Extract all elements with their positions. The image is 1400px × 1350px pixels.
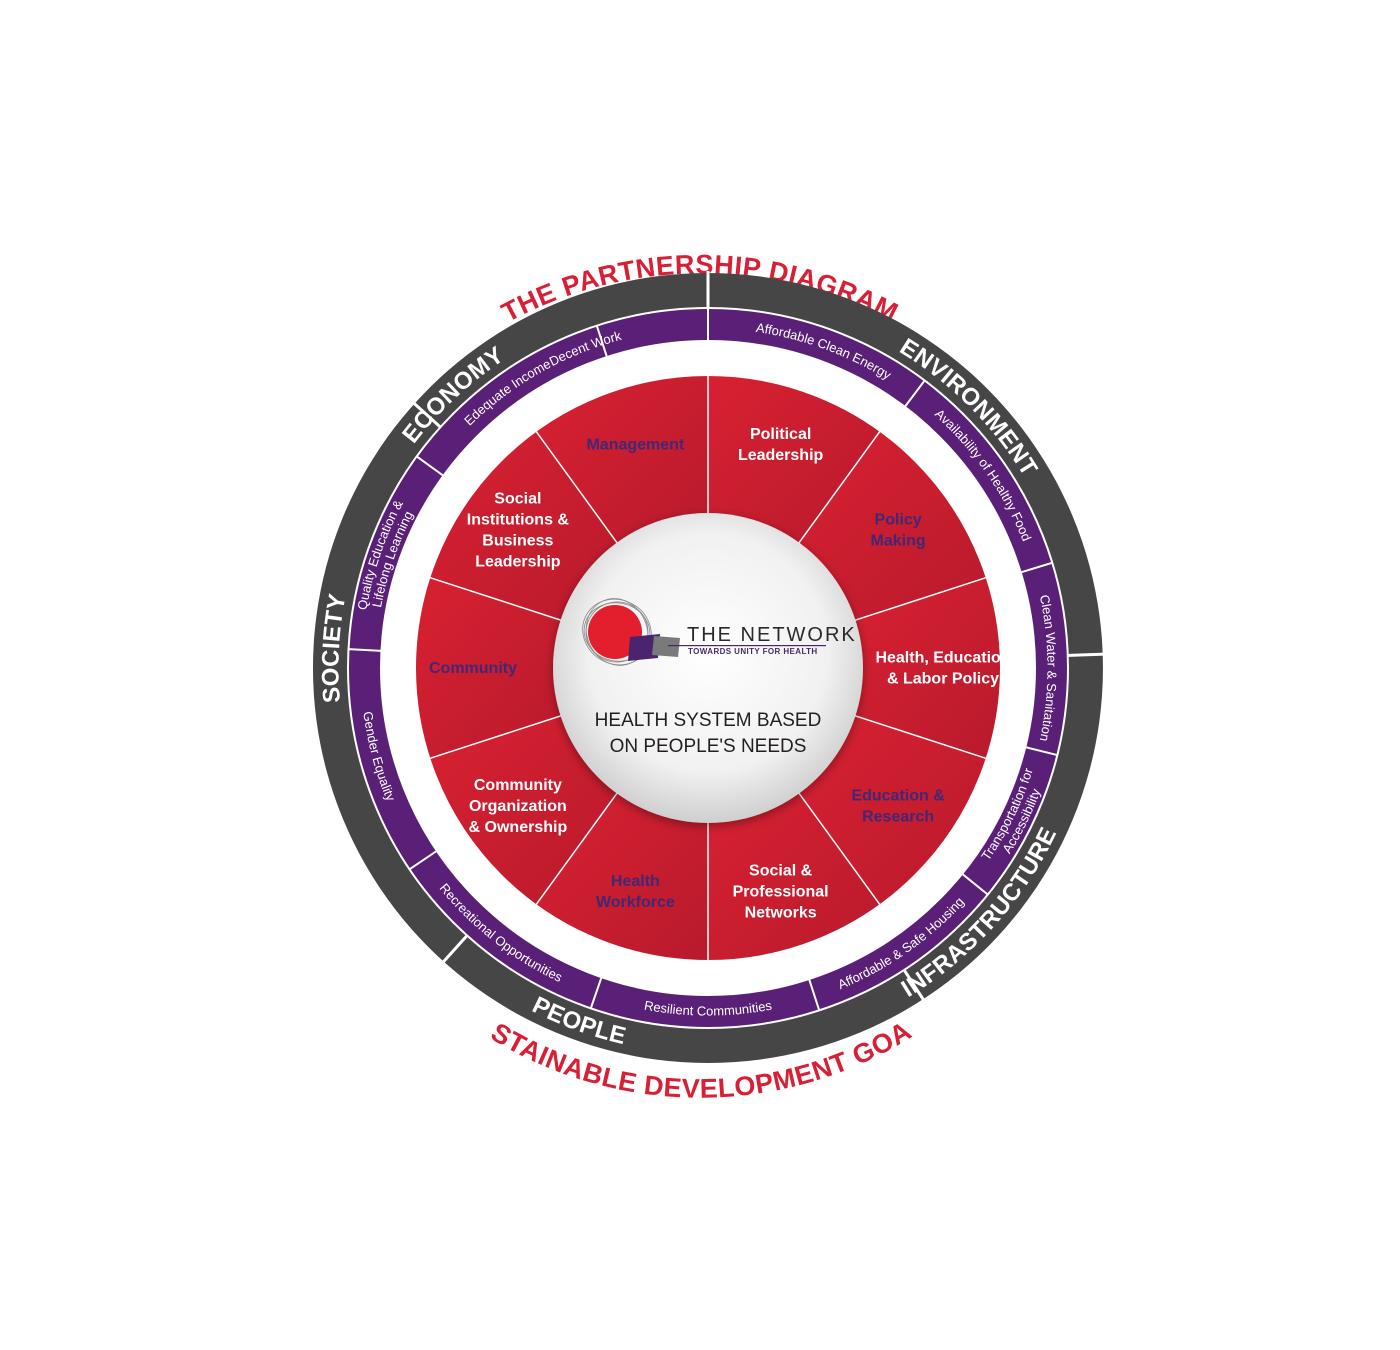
goal-divider <box>595 325 608 358</box>
goal-ring <box>347 307 1069 1029</box>
sector-segment <box>708 375 881 547</box>
sector-divider <box>795 430 881 548</box>
sector-label-line: Community <box>474 777 562 794</box>
sector-segment <box>708 789 881 961</box>
dimension-divider <box>1065 652 1105 658</box>
sector-label: Management <box>586 437 684 454</box>
center-caption-line2: ON PEOPLE'S NEEDS <box>610 736 807 757</box>
sector-divider <box>850 713 987 760</box>
sector-label-line: & Ownership <box>469 819 568 836</box>
sector-divider <box>850 576 987 623</box>
sector-label-line: Institutions & <box>467 511 570 528</box>
logo-red-circle-icon <box>588 605 642 659</box>
sector-label-line: Leadership <box>738 447 824 464</box>
sector-label-line: Health <box>611 873 660 890</box>
sector-label-line: Leadership <box>475 553 561 570</box>
sector-label-line: Political <box>750 426 811 443</box>
sector-label-line: Management <box>586 437 684 454</box>
logo-purple-block-icon <box>628 634 660 661</box>
goal-divider <box>348 648 382 652</box>
sector-segment <box>796 714 987 906</box>
logo-rule <box>668 645 826 647</box>
sector-label-line: Education & <box>851 788 945 805</box>
sector-divider <box>429 576 566 623</box>
sector-segment <box>429 430 620 622</box>
logo-title: THE NETWORK <box>687 624 857 646</box>
logo-swirl-icon <box>582 598 652 666</box>
sector-label-line: Community <box>429 660 517 677</box>
sector-segment <box>850 577 1001 759</box>
sector-label-line: & Labor Policy <box>887 671 999 688</box>
sector-segment <box>415 577 566 759</box>
sector-divider <box>535 430 621 548</box>
network-logo: THE NETWORK TOWARDS UNITY FOR HEALTH <box>582 598 857 666</box>
center-caption-line1: HEALTH SYSTEM BASED <box>595 710 822 731</box>
goal-divider <box>408 850 438 871</box>
sector-label-line: Making <box>871 532 926 549</box>
logo-subtitle: TOWARDS UNITY FOR HEALTH <box>688 647 818 656</box>
logo-gray-block-icon <box>652 636 680 657</box>
sector-label: Health, Education & Labor Policy <box>875 650 1010 688</box>
goal-divider <box>589 976 603 1009</box>
sector-segment <box>429 714 620 906</box>
dimension-divider <box>411 401 443 430</box>
sector-label-line: Business <box>482 532 553 549</box>
sector-label: Education & Research <box>851 788 945 826</box>
goal-label: Clean Water & Sanitation <box>1037 593 1060 742</box>
dimension-divider <box>901 967 926 1002</box>
sector-segment <box>535 789 708 961</box>
center-hub: THE NETWORK TOWARDS UNITY FOR HEALTH HEA… <box>553 513 863 823</box>
sector-divider <box>535 788 621 906</box>
sector-label-line: Professional <box>733 883 829 900</box>
goal-divider <box>416 455 445 477</box>
goal-divider <box>1025 746 1058 757</box>
sector-segment <box>535 375 708 547</box>
dimension-divider <box>441 933 470 965</box>
sector-divider <box>795 788 881 906</box>
sector-label-line: Organization <box>469 798 567 815</box>
sector-label-line: Health, Education <box>875 650 1010 667</box>
sector-label-line: Social & <box>749 862 813 879</box>
goal-divider <box>961 873 989 896</box>
sector-label-line: Social <box>494 490 541 507</box>
logo-swirl-stroke <box>585 601 649 663</box>
sector-label: Community <box>429 660 517 677</box>
center-disc <box>553 513 863 823</box>
sector-divider <box>429 713 566 760</box>
dimension-ring <box>312 271 1105 1063</box>
goal-label: Resilient Communities <box>643 998 773 1019</box>
goal-label-line: Clean Water & Sanitation <box>1037 593 1060 742</box>
sector-label-line: Workforce <box>596 894 675 911</box>
goal-divider <box>1020 561 1053 574</box>
goal-divider <box>808 978 821 1011</box>
sector-ring <box>414 374 1002 962</box>
goal-divider <box>903 379 926 408</box>
goal-label-line: Resilient Communities <box>643 998 773 1019</box>
sector-ring-edge <box>414 374 1002 962</box>
sector-label-line: Research <box>862 809 934 826</box>
logo-swirl-stroke <box>585 598 649 666</box>
sector-label-line: Policy <box>875 511 922 528</box>
sector-segment <box>796 430 987 622</box>
sector-label-line: Networks <box>745 904 817 921</box>
